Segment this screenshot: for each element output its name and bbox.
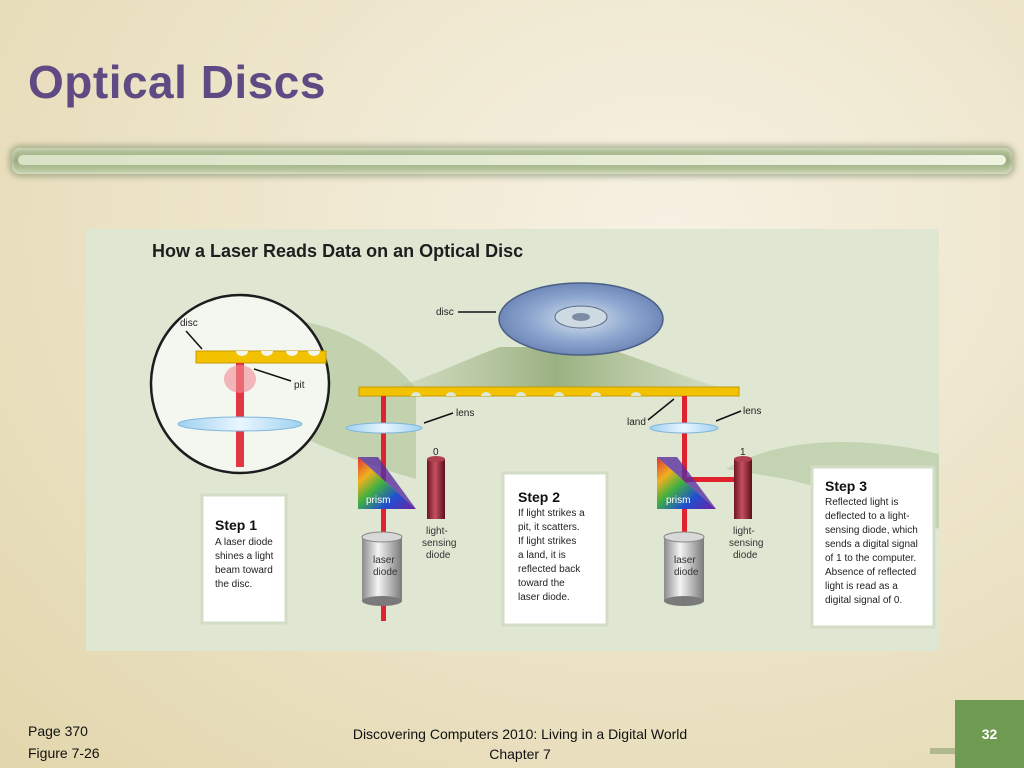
right-laser-assembly: lens land prism laser diode 1 light- sen… bbox=[627, 396, 763, 606]
step-1-line: A laser diode bbox=[215, 537, 273, 548]
step-3-line: Absence of reflected bbox=[825, 567, 916, 578]
step-2-line: toward the bbox=[518, 578, 565, 589]
figure-diagram: How a Laser Reads Data on an Optical Dis… bbox=[149, 241, 939, 629]
prism-left-label: prism bbox=[366, 495, 390, 506]
step-1-box: Step 1 A laser diode shines a light beam… bbox=[200, 493, 288, 625]
disc-cross-section bbox=[358, 386, 740, 397]
step-1-title: Step 1 bbox=[215, 517, 257, 533]
page-reference: Page 370 bbox=[28, 723, 88, 739]
title-divider-bar bbox=[12, 148, 1012, 174]
inset-disc-label: disc bbox=[180, 318, 198, 329]
figure-heading: How a Laser Reads Data on an Optical Dis… bbox=[152, 241, 523, 261]
prism-right-label: prism bbox=[666, 495, 690, 506]
left-laser-assembly: lens prism laser diode 0 light- sensing … bbox=[345, 396, 474, 621]
step-2-line: If light strikes a bbox=[518, 508, 585, 519]
signal-zero-label: 0 bbox=[433, 447, 439, 458]
pit-arrow bbox=[253, 368, 292, 382]
lens-left-label: lens bbox=[456, 408, 474, 419]
step-3-title: Step 3 bbox=[825, 478, 867, 494]
laser-left-label-2: diode bbox=[373, 567, 398, 578]
lens-right-label: lens bbox=[743, 406, 761, 417]
step-3-line: sends a digital signal bbox=[825, 539, 918, 550]
step-2-line: pit, it scatters. bbox=[518, 522, 580, 533]
land-label: land bbox=[627, 417, 646, 428]
laser-right-label-1: laser bbox=[674, 555, 696, 566]
disc-label: disc bbox=[436, 307, 454, 318]
step-1-line: the disc. bbox=[215, 579, 252, 590]
chapter-label: Chapter 7 bbox=[489, 746, 551, 762]
optical-disc: disc bbox=[436, 282, 664, 356]
laser-optical-disc-figure: How a Laser Reads Data on an Optical Dis… bbox=[86, 229, 939, 651]
step-2-line: a land, it is bbox=[518, 550, 566, 561]
step-3-line: digital signal of 0. bbox=[825, 595, 902, 606]
step-2-box: Step 2 If light strikes a pit, it scatte… bbox=[501, 471, 609, 627]
step-2-line: reflected back bbox=[518, 564, 581, 575]
step-3-line: deflected to a light- bbox=[825, 511, 910, 522]
step-3-line: sensing diode, which bbox=[825, 525, 918, 536]
step-1-line: shines a light bbox=[215, 551, 274, 562]
sensor-left-label-3: diode bbox=[426, 550, 451, 561]
magnified-inset: disc pit bbox=[149, 293, 331, 475]
laser-left-label-1: laser bbox=[373, 555, 395, 566]
step-2-title: Step 2 bbox=[518, 489, 560, 505]
sensor-right-label-3: diode bbox=[733, 550, 758, 561]
sensor-left-label-2: sensing bbox=[422, 538, 456, 549]
slide-number-badge: 32 bbox=[955, 700, 1024, 768]
pit-label: pit bbox=[294, 380, 305, 391]
sensor-right-label-2: sensing bbox=[729, 538, 763, 549]
decorative-stripe bbox=[930, 748, 960, 754]
step-3-box: Step 3 Reflected light is deflected to a… bbox=[810, 465, 936, 629]
figure-reference: Figure 7-26 bbox=[28, 745, 100, 761]
step-1-line: beam toward bbox=[215, 565, 273, 576]
laser-right-label-2: diode bbox=[674, 567, 699, 578]
disc-light-cone bbox=[386, 347, 726, 389]
footer-book-info: Discovering Computers 2010: Living in a … bbox=[320, 724, 720, 764]
sensor-right-label-1: light- bbox=[733, 526, 755, 537]
book-title: Discovering Computers 2010: Living in a … bbox=[352, 726, 688, 742]
step-3-line: light is read as a bbox=[825, 581, 898, 592]
footer-references: Page 370 Figure 7-26 bbox=[28, 720, 100, 764]
step-3-line: of 1 to the computer. bbox=[825, 553, 916, 564]
step-3-line: Reflected light is bbox=[825, 497, 898, 508]
step-2-line: If light strikes bbox=[518, 536, 576, 547]
sensor-left-label-1: light- bbox=[426, 526, 448, 537]
signal-one-label: 1 bbox=[740, 447, 746, 458]
slide-title: Optical Discs bbox=[28, 56, 326, 108]
inset-disc-arrow bbox=[185, 330, 203, 350]
step-2-line: laser diode. bbox=[518, 592, 570, 603]
